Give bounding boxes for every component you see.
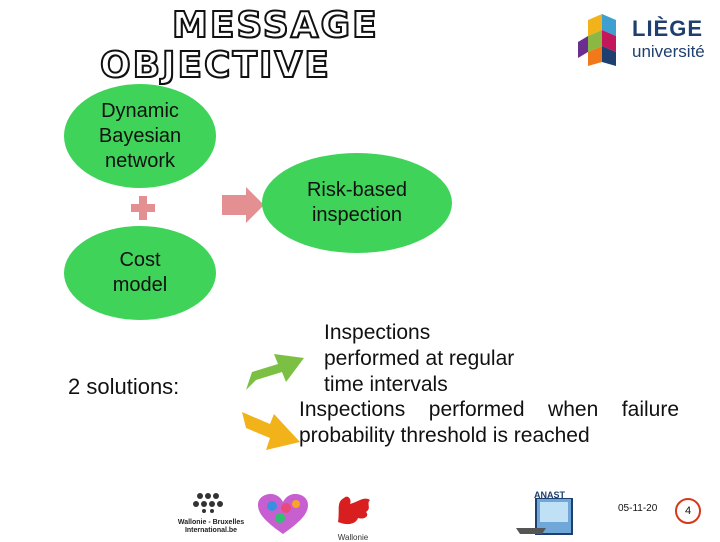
rooster-icon: [338, 496, 370, 525]
colorful-heart-logo-icon: [258, 494, 308, 534]
solution-1-line: Inspections: [324, 321, 431, 344]
solution-2-text: Inspections performed when failure proba…: [299, 398, 679, 447]
logo-name: LIÈGE: [632, 16, 704, 41]
wbi-dots-icon: [193, 493, 223, 513]
anast-label: ANAST: [534, 490, 565, 500]
solution-1-line: time intervals: [324, 373, 448, 396]
cost-model-label: Cost model: [112, 249, 168, 296]
dbn-ellipse: Dynamic Bayesian network: [64, 84, 216, 188]
solution-1-line: performed at regular: [324, 347, 515, 370]
uliege-mosaic-icon: [578, 14, 616, 66]
yellow-arrow-icon: [242, 412, 300, 450]
wbi-label: Wallonie - Bruxelles International.be: [177, 519, 245, 534]
cost-model-ellipse: Cost model: [64, 226, 216, 320]
wallonie-logo: Wallonie: [330, 492, 376, 542]
wallonie-label: Wallonie: [337, 533, 369, 542]
anast-logo: ANAST: [516, 490, 574, 538]
slide-date: 05-11-20: [618, 503, 658, 514]
dbn-label: Dynamic Bayesian network: [98, 99, 182, 172]
slide-title: MESSAGE OBJECTIVE: [99, 5, 379, 87]
solution-1-text: Inspections performed at regular time in…: [324, 320, 514, 398]
plus-icon: [131, 196, 155, 220]
risk-based-label: Risk-based inspection: [306, 179, 408, 226]
green-arrow-icon: [246, 354, 304, 390]
solutions-label: 2 solutions:: [68, 374, 180, 399]
logo-subtitle: université: [632, 42, 705, 61]
title-line-2: OBJECTIVE: [99, 45, 331, 87]
anast-image-icon: [516, 498, 573, 535]
uliege-logo: LIÈGE université: [578, 14, 708, 66]
wbi-logo: Wallonie - Bruxelles International.be: [170, 490, 252, 538]
right-arrow-icon: [222, 187, 264, 223]
page-number: 4: [675, 498, 701, 524]
risk-based-inspection-ellipse: Risk-based inspection: [262, 153, 452, 253]
title-line-1: MESSAGE: [171, 5, 379, 47]
